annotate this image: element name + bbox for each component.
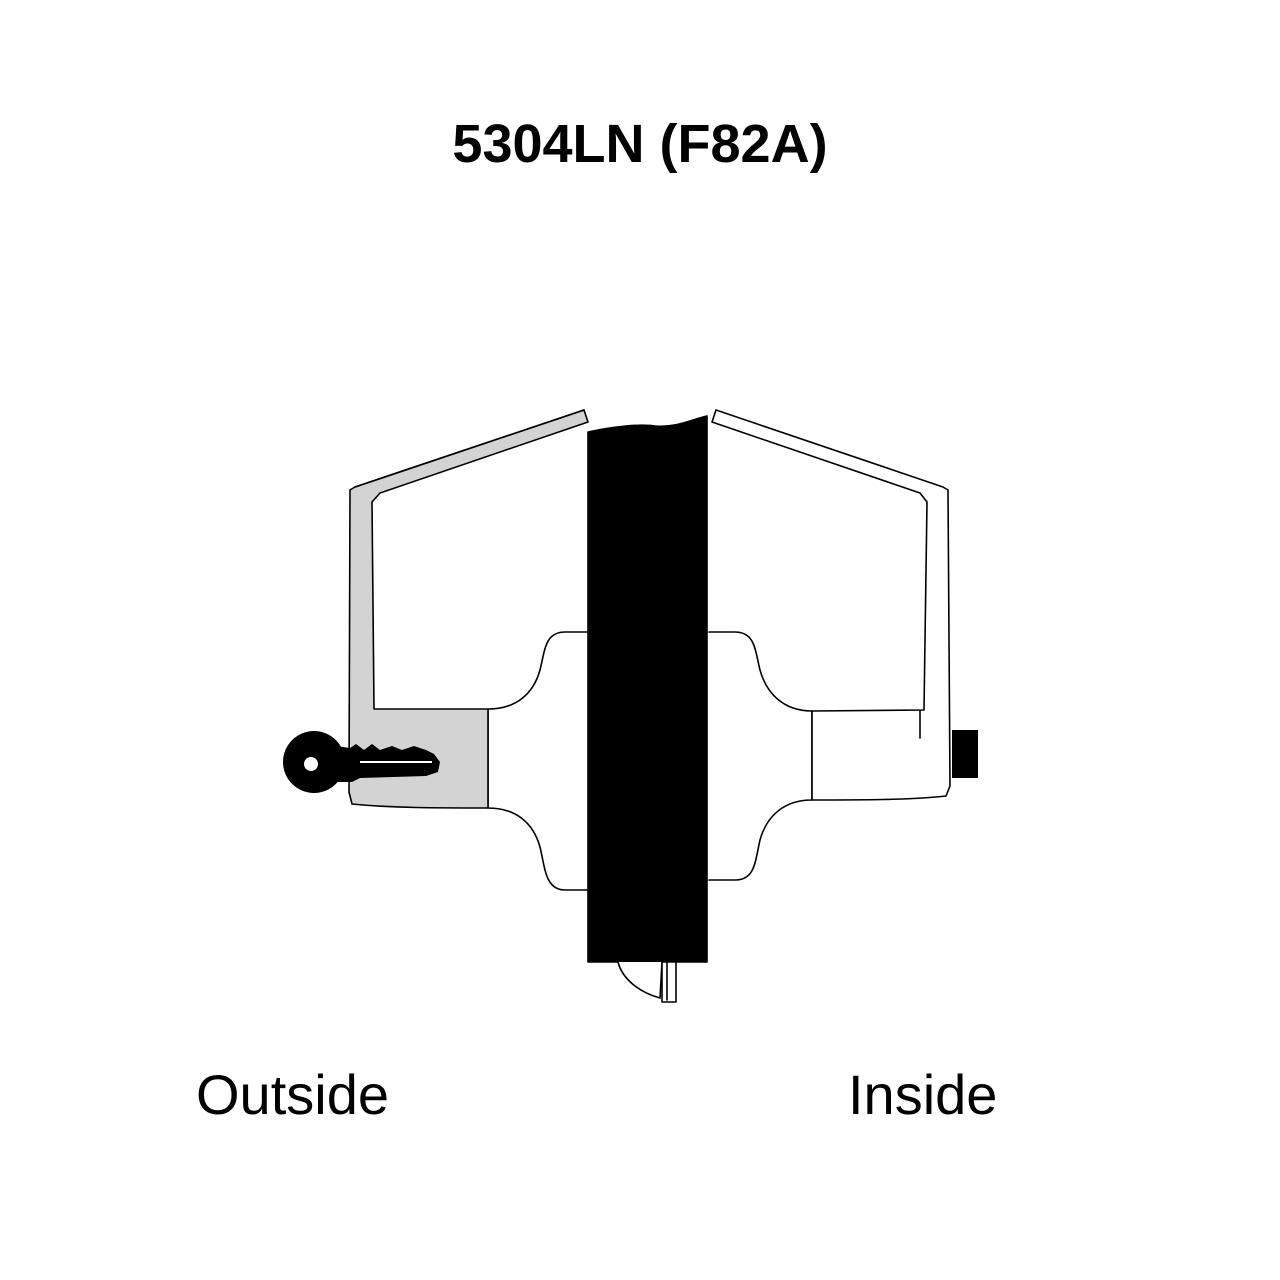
door bbox=[587, 415, 708, 963]
key-icon bbox=[283, 731, 440, 793]
diagram-title: 5304LN (F82A) bbox=[452, 114, 828, 174]
inside-rose bbox=[708, 631, 813, 881]
inside-label: Inside bbox=[848, 1063, 998, 1126]
inside-lever bbox=[711, 409, 951, 801]
latch-bolt bbox=[617, 961, 663, 999]
outside-label: Outside bbox=[196, 1063, 389, 1126]
thumbturn-icon bbox=[952, 730, 978, 778]
outside-rose bbox=[487, 631, 589, 891]
latch-tail bbox=[661, 961, 677, 1003]
